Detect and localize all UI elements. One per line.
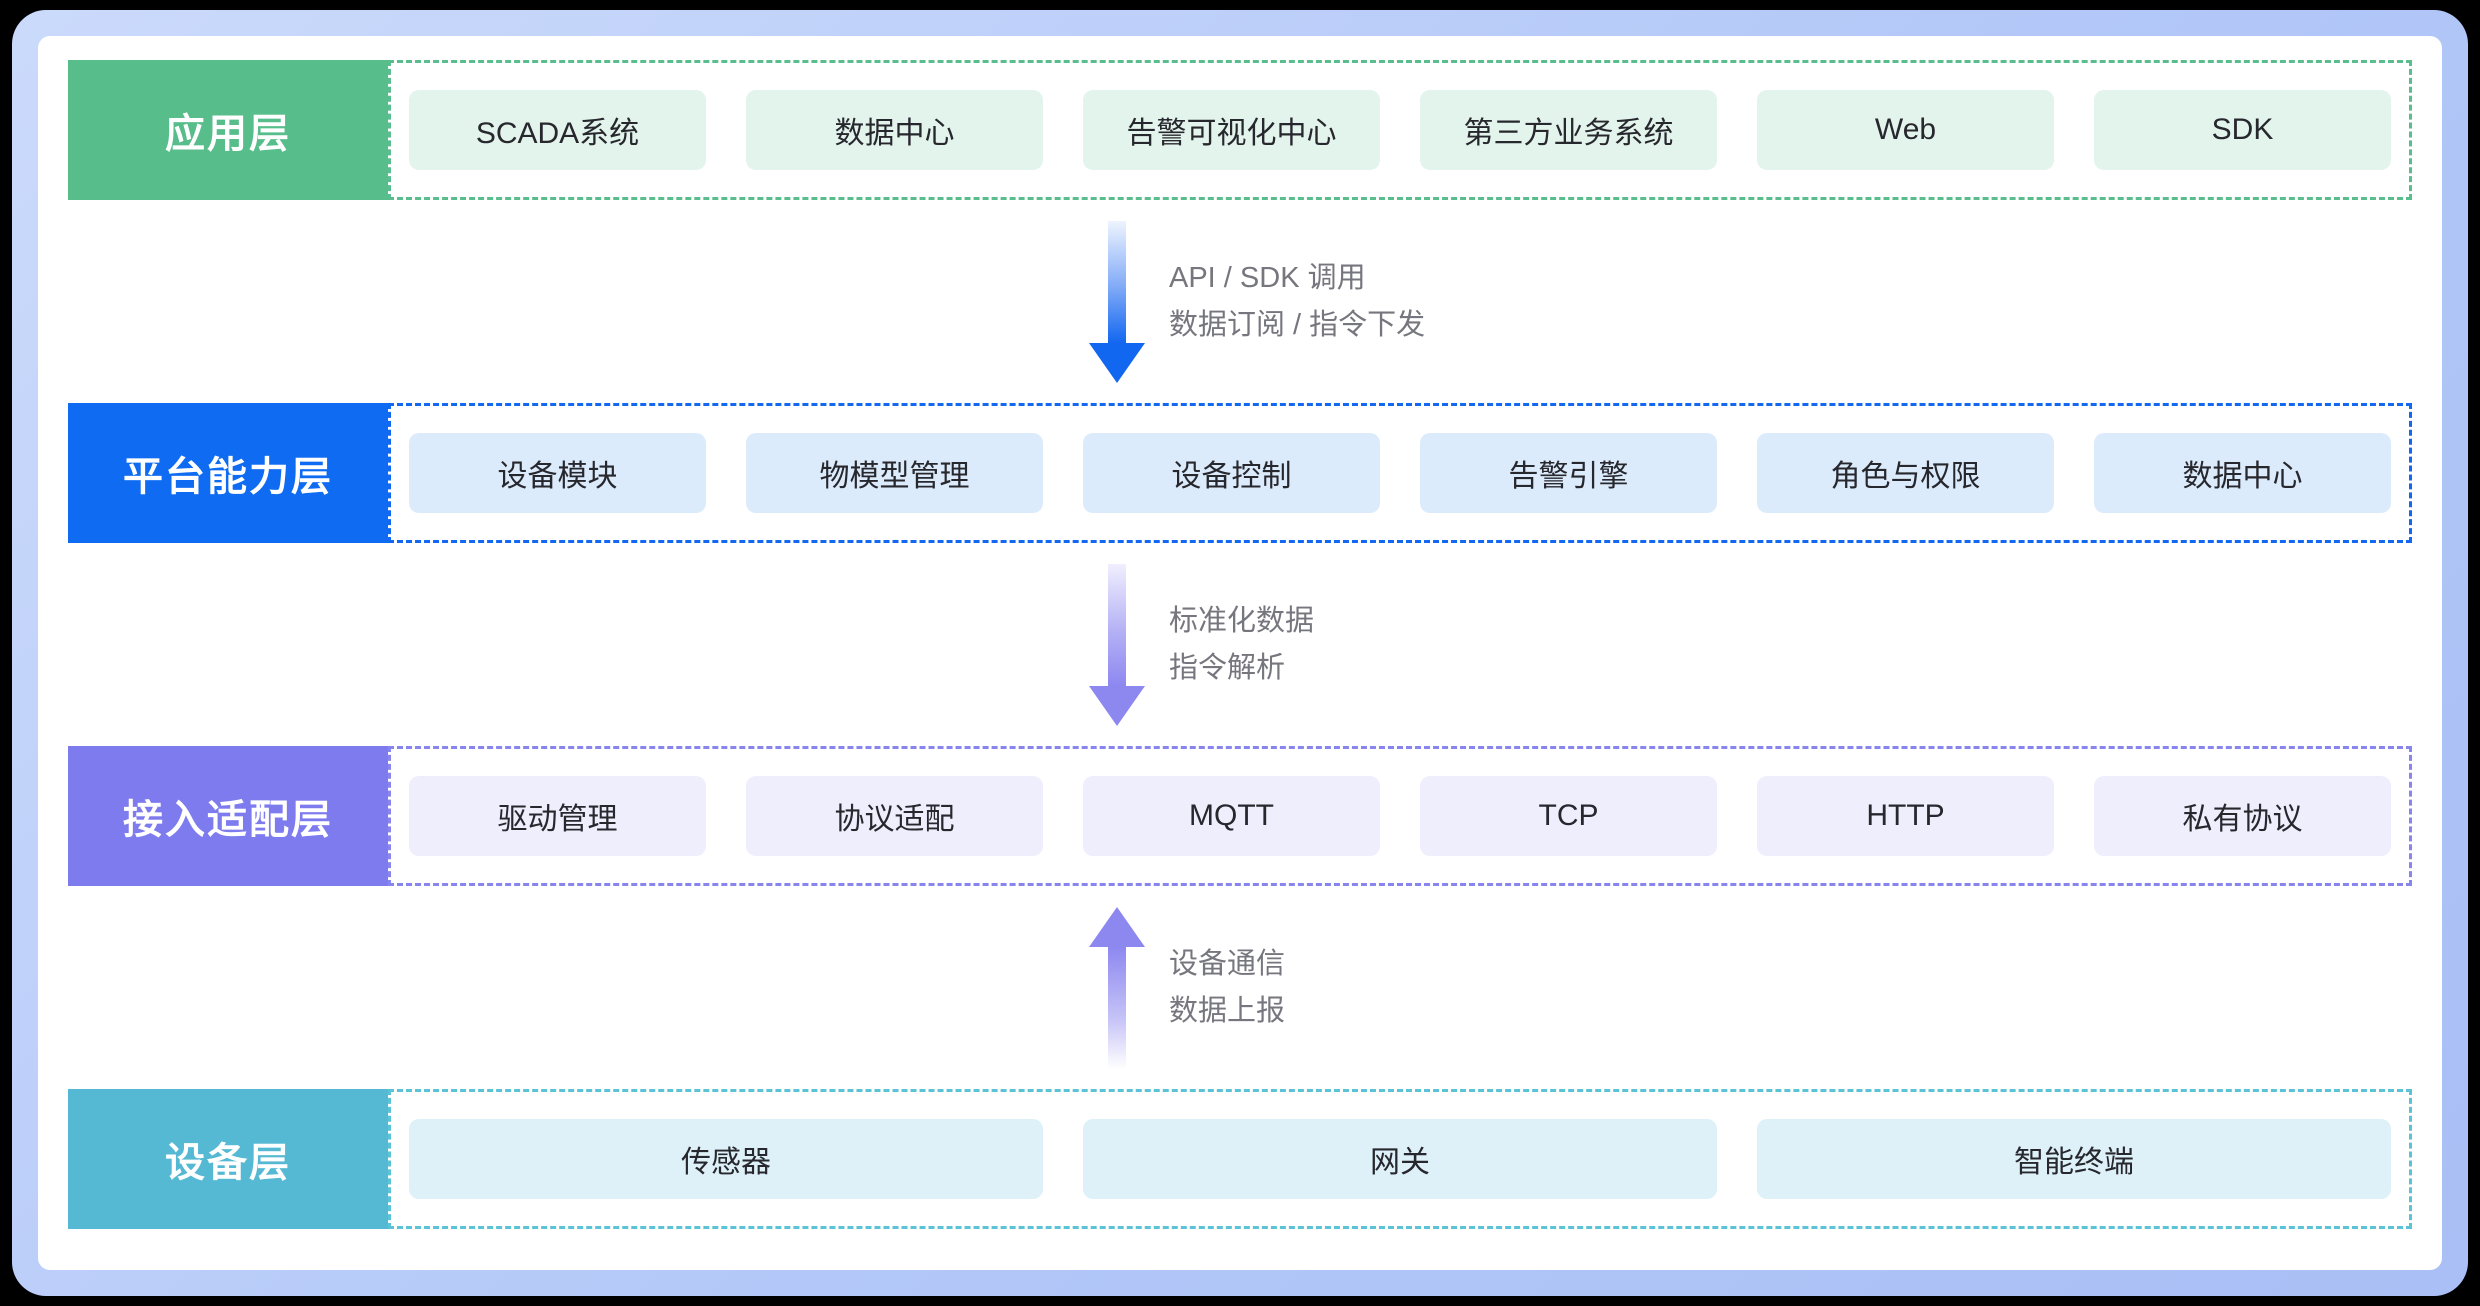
connector-device-to-access: 设备通信 数据上报	[68, 886, 2412, 1089]
connector-label: API / SDK 调用 数据订阅 / 指令下发	[1169, 255, 1425, 349]
architecture-diagram-panel: 应用层 SCADA系统 数据中心 告警可视化中心 第三方业务系统 Web SDK	[38, 36, 2442, 1270]
item-chip: 数据中心	[746, 90, 1043, 170]
connector-label-line: 设备通信	[1169, 947, 1286, 980]
layer-application-label: 应用层	[68, 60, 388, 200]
item-chip: 网关	[1083, 1119, 1717, 1199]
connector-label: 设备通信 数据上报	[1169, 941, 1285, 1035]
connector-label-line: API / SDK 调用	[1169, 261, 1366, 294]
item-chip: SCADA系统	[409, 90, 706, 170]
connector-label: 标准化数据 指令解析	[1169, 598, 1314, 692]
connector-label-line: 数据上报	[1169, 994, 1286, 1027]
item-chip: 智能终端	[1757, 1119, 2391, 1199]
item-chip: 物模型管理	[746, 433, 1043, 513]
connector-label-line: 数据订阅 / 指令下发	[1169, 308, 1426, 341]
arrow-up-icon	[1089, 906, 1145, 1069]
item-chip: HTTP	[1757, 776, 2054, 856]
item-chip: SDK	[2094, 90, 2391, 170]
item-chip: 角色与权限	[1757, 433, 2054, 513]
outer-frame: 应用层 SCADA系统 数据中心 告警可视化中心 第三方业务系统 Web SDK	[12, 10, 2468, 1296]
layer-device: 设备层 传感器 网关 智能终端	[68, 1089, 2412, 1229]
layer-platform-label: 平台能力层	[68, 403, 388, 543]
item-chip: 私有协议	[2094, 776, 2391, 856]
item-chip: 传感器	[409, 1119, 1043, 1199]
item-chip: TCP	[1420, 776, 1717, 856]
layer-device-items: 传感器 网关 智能终端	[388, 1089, 2412, 1229]
item-chip: 数据中心	[2094, 433, 2391, 513]
item-chip: 协议适配	[746, 776, 1043, 856]
layer-application: 应用层 SCADA系统 数据中心 告警可视化中心 第三方业务系统 Web SDK	[68, 60, 2412, 200]
item-chip: 第三方业务系统	[1420, 90, 1717, 170]
item-chip: 设备模块	[409, 433, 706, 513]
connector-label-line: 标准化数据	[1169, 604, 1315, 637]
layer-application-items: SCADA系统 数据中心 告警可视化中心 第三方业务系统 Web SDK	[388, 60, 2412, 200]
layer-device-label: 设备层	[68, 1089, 388, 1229]
item-chip: 告警引擎	[1420, 433, 1717, 513]
layer-platform-items: 设备模块 物模型管理 设备控制 告警引擎 角色与权限 数据中心	[388, 403, 2412, 543]
layer-access-items: 驱动管理 协议适配 MQTT TCP HTTP 私有协议	[388, 746, 2412, 886]
arrow-head	[1089, 685, 1145, 726]
connector-label-line: 指令解析	[1169, 651, 1286, 684]
item-chip: MQTT	[1083, 776, 1380, 856]
arrow-shaft	[1108, 220, 1126, 343]
layer-platform: 平台能力层 设备模块 物模型管理 设备控制 告警引擎 角色与权限 数据中心	[68, 403, 2412, 543]
arrow-down-icon	[1089, 563, 1145, 726]
item-chip: 告警可视化中心	[1083, 90, 1380, 170]
arrow-shaft	[1108, 946, 1126, 1069]
arrow-shaft	[1108, 563, 1126, 686]
arrow-head	[1089, 906, 1145, 947]
arrow-down-icon	[1089, 220, 1145, 383]
connector-app-to-platform: API / SDK 调用 数据订阅 / 指令下发	[68, 200, 2412, 403]
connector-platform-to-access: 标准化数据 指令解析	[68, 543, 2412, 746]
item-chip: Web	[1757, 90, 2054, 170]
item-chip: 设备控制	[1083, 433, 1380, 513]
layer-access-label: 接入适配层	[68, 746, 388, 886]
layer-access: 接入适配层 驱动管理 协议适配 MQTT TCP HTTP 私有协议	[68, 746, 2412, 886]
arrow-head	[1089, 342, 1145, 383]
item-chip: 驱动管理	[409, 776, 706, 856]
